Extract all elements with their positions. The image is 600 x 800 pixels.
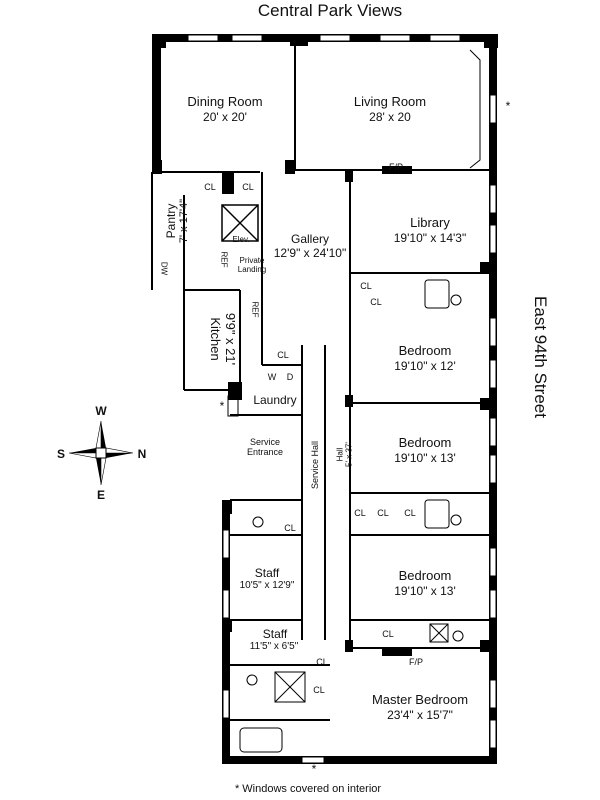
living-room-dim: 28' x 20	[369, 110, 411, 124]
fireplace-label: F/P	[408, 657, 423, 667]
washer-label: W	[267, 372, 277, 382]
dining-room-dim: 20' x 20'	[203, 110, 247, 124]
compass-n: N	[137, 447, 147, 461]
bath-fixtures	[239, 279, 464, 753]
street-label: East 94th Street	[531, 296, 550, 418]
staff-1-dim: 10'5" x 12'9"	[239, 580, 295, 591]
interior-walls	[151, 42, 489, 721]
windows	[187, 34, 497, 764]
staff-2-dim: 11'5" x 6'5"	[249, 641, 299, 652]
asterisk-marker: *	[505, 99, 511, 113]
footnote: * Windows covered on interior	[234, 783, 382, 795]
bedroom-3-label: Bedroom	[398, 568, 452, 583]
page-title: Central Park Views	[257, 1, 403, 20]
private-landing-label: Private	[239, 256, 265, 265]
elevator-label: Elev.	[232, 235, 250, 244]
bedroom-3-dim: 19'10" x 13'	[394, 584, 456, 598]
gallery-label: Gallery	[290, 232, 329, 246]
closet-label: CL	[377, 508, 389, 518]
service-hall-label: Service Hall	[310, 441, 320, 490]
bedroom-2-dim: 19'10" x 13'	[394, 451, 456, 465]
pantry-dim: 7' x 17'4"	[178, 198, 190, 244]
kitchen-dim: 9'9" x 21'	[223, 312, 238, 366]
staff-1-label: Staff	[254, 566, 280, 580]
compass-icon	[68, 420, 134, 486]
bedroom-2-label: Bedroom	[398, 435, 452, 450]
pantry-label: Pantry	[164, 203, 178, 239]
refrigerator-label: REF	[250, 301, 260, 318]
bedroom-1-dim: 19'10" x 12'	[394, 359, 456, 373]
master-bedroom-label: Master Bedroom	[371, 692, 469, 707]
closet-label: CL	[313, 685, 325, 695]
closet-label: CL	[360, 281, 372, 291]
hall-label: Hall	[335, 447, 345, 462]
dining-room-label: Dining Room	[187, 94, 263, 109]
compass-s: S	[56, 447, 65, 461]
kitchen-label: Kitchen	[208, 317, 223, 361]
asterisk-marker: *	[311, 762, 317, 776]
private-landing-label-2: Landing	[237, 265, 267, 274]
service-entrance-label: Service	[249, 437, 280, 447]
closet-label: CL	[316, 657, 328, 667]
library-label: Library	[410, 215, 450, 230]
living-room-label: Living Room	[353, 94, 427, 109]
elevator-shaft	[221, 204, 259, 242]
master-bedroom-dim: 23'4" x 15'7"	[387, 708, 453, 722]
laundry-label: Laundry	[253, 393, 297, 407]
closet-label: CL	[204, 182, 216, 192]
asterisk-marker: *	[219, 399, 225, 413]
gallery-dim: 12'9" x 24'10"	[273, 246, 347, 260]
dishwasher-label: DW	[159, 261, 169, 276]
fireplace-label: F/P	[388, 162, 403, 172]
staff-2-label: Staff	[262, 627, 288, 641]
closet-label: CL	[284, 523, 296, 533]
wall-blocks	[152, 160, 490, 656]
compass-e: E	[96, 488, 105, 502]
closet-label: CL	[382, 629, 394, 639]
dryer-label: D	[286, 372, 294, 382]
refrigerator-label: REF	[219, 251, 229, 268]
closet-label: CL	[354, 508, 366, 518]
closet-label: CL	[370, 297, 382, 307]
closet-label: CL	[242, 182, 254, 192]
bedroom-1-label: Bedroom	[398, 343, 452, 358]
compass-w: W	[95, 404, 107, 418]
library-dim: 19'10" x 14'3"	[393, 231, 467, 245]
closet-label: CL	[277, 350, 289, 360]
bay-window	[469, 49, 481, 169]
closet-label: CL	[404, 508, 416, 518]
hall-dim: 5' x 37'	[344, 442, 354, 467]
service-entrance-label-2: Entrance	[246, 447, 284, 457]
